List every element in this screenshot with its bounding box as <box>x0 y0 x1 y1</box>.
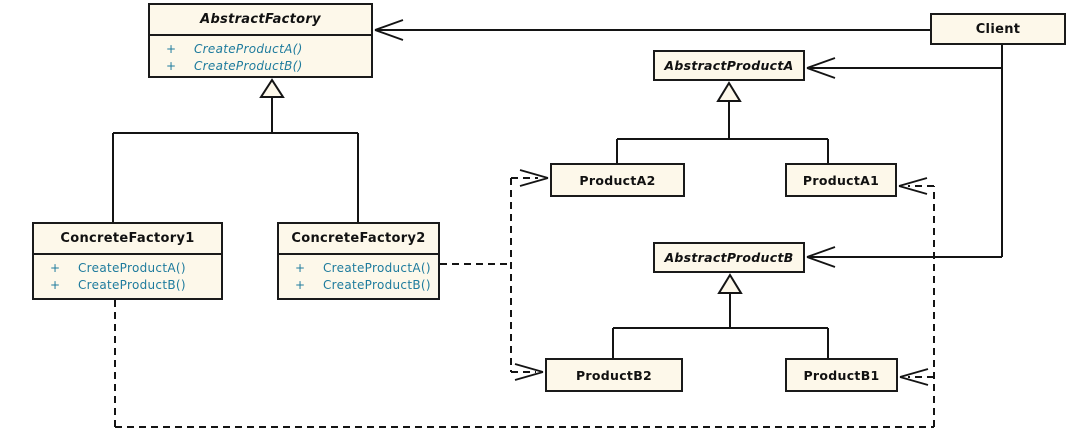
inheritance-triangle-icon <box>259 78 285 98</box>
class-box-concrete-factory-2: ConcreteFactory2 + CreateProductA() + Cr… <box>277 222 440 300</box>
class-name: AbstractProductA <box>664 58 794 73</box>
method-visibility: + <box>50 261 61 275</box>
open-arrowhead-icon <box>806 246 836 268</box>
class-box-product-a2: ProductA2 <box>550 163 685 197</box>
method: + CreateProductB() <box>295 277 438 294</box>
class-name: AbstractProductB <box>664 250 794 265</box>
class-box-abstract-factory: AbstractFactory + CreateProductA() + Cre… <box>148 3 373 78</box>
association-client-products <box>806 45 1003 268</box>
method-visibility: + <box>166 59 177 73</box>
association-client-abstractfactory <box>374 19 930 41</box>
method-signature: CreateProductA() <box>323 261 431 275</box>
dependency-concretefactory2 <box>440 169 549 381</box>
class-box-product-a1: ProductA1 <box>785 163 897 197</box>
method-signature: CreateProductB() <box>323 278 431 292</box>
method: + CreateProductA() <box>166 41 371 58</box>
open-arrowhead-icon <box>519 169 549 187</box>
method: + CreateProductB() <box>166 58 371 75</box>
open-arrowhead-icon <box>899 368 929 386</box>
inheritance-triangle-icon <box>717 273 743 294</box>
class-box-client: Client <box>930 13 1066 45</box>
open-arrowhead-icon <box>514 363 544 381</box>
inheritance-triangle-icon <box>716 81 742 102</box>
generalization-factories <box>112 78 359 222</box>
class-box-abstract-product-b: AbstractProductB <box>653 242 805 273</box>
method-signature: CreateProductB() <box>78 278 186 292</box>
class-name: ProductB1 <box>803 367 880 383</box>
class-box-product-b2: ProductB2 <box>545 358 683 392</box>
class-name: ProductA2 <box>579 172 656 188</box>
open-arrowhead-icon <box>898 177 928 195</box>
method-list: + CreateProductA() + CreateProductB() <box>34 255 221 294</box>
method-visibility: + <box>295 261 306 275</box>
class-name: ConcreteFactory2 <box>279 224 438 255</box>
method-visibility: + <box>295 278 306 292</box>
method-signature: CreateProductA() <box>194 42 303 56</box>
method-visibility: + <box>166 42 177 56</box>
class-box-abstract-product-a: AbstractProductA <box>653 50 805 81</box>
class-name: ProductA1 <box>802 172 880 188</box>
class-name: ProductB2 <box>575 367 653 383</box>
method-signature: CreateProductB() <box>194 59 303 73</box>
class-name: AbstractFactory <box>150 5 371 36</box>
generalization-products-b <box>612 273 829 358</box>
open-arrowhead-icon <box>374 19 404 41</box>
class-name: ConcreteFactory1 <box>34 224 221 255</box>
method-list: + CreateProductA() + CreateProductB() <box>150 36 371 75</box>
method-list: + CreateProductA() + CreateProductB() <box>279 255 438 294</box>
generalization-products-a <box>616 81 829 163</box>
open-arrowhead-icon <box>806 57 836 79</box>
dependency-concretefactory1 <box>114 177 935 428</box>
class-name: Client <box>975 21 1021 37</box>
method-visibility: + <box>50 278 61 292</box>
method: + CreateProductB() <box>50 277 221 294</box>
method: + CreateProductA() <box>295 260 438 277</box>
class-box-concrete-factory-1: ConcreteFactory1 + CreateProductA() + Cr… <box>32 222 223 300</box>
method: + CreateProductA() <box>50 260 221 277</box>
class-box-product-b1: ProductB1 <box>785 358 898 392</box>
method-signature: CreateProductA() <box>78 261 186 275</box>
